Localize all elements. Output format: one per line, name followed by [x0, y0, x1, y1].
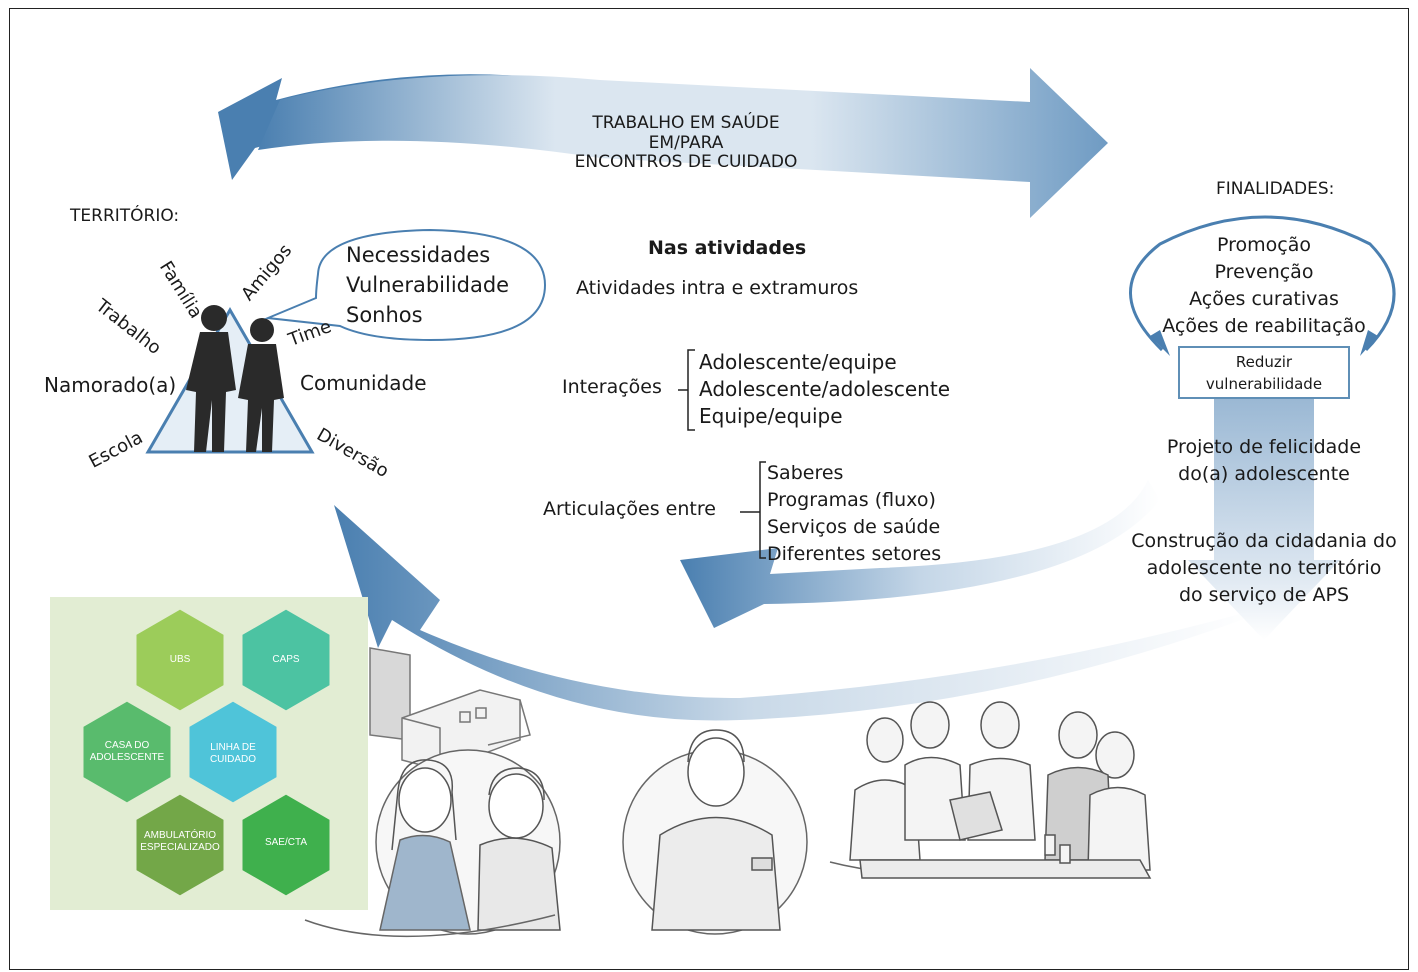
diagram-frame [9, 8, 1409, 970]
buildings-illustration [369, 647, 531, 771]
atividades-subtitle: Atividades intra e extramuros [576, 277, 859, 299]
center-arrow-line-3: ENCONTROS DE CUIDADO [574, 152, 798, 173]
interacoes-list: Adolescente/equipe Adolescente/adolescen… [699, 349, 950, 430]
hex-linha-line-2: CUIDADO [209, 754, 257, 765]
construcao-line-3: do serviço de APS [1178, 584, 1350, 606]
hex-label-sae: SAE/CTA [244, 837, 328, 849]
articulacoes-list: Saberes Programas (fluxo) Serviços de sa… [767, 460, 941, 568]
hex-label-casa: CASA DO ADOLESCENTE [85, 740, 169, 764]
speech-bubble [264, 228, 547, 342]
arrow-middle-return [680, 480, 1160, 628]
projeto-felicidade: Projeto de felicidade do(a) adolescente [1140, 434, 1388, 488]
hex-ubs-text: UBS [169, 654, 191, 665]
interacoes-item-1: Adolescente/equipe [699, 350, 897, 374]
hex-caps-text: CAPS [272, 654, 300, 665]
hex-ubs [133, 606, 227, 714]
interacoes-label: Interações [562, 376, 662, 398]
articulacoes-item-1: Saberes [767, 462, 844, 484]
hex-casa-line-2: ADOLESCENTE [89, 752, 165, 763]
center-arrow-text: TRABALHO EM SAÚDE EM/PARA ENCONTROS DE C… [544, 113, 828, 173]
reduzir-vulnerabilidade-box: Reduzir vulnerabilidade [1178, 346, 1350, 399]
word-comunidade: Comunidade [300, 371, 427, 395]
projeto-line-1: Projeto de felicidade [1166, 436, 1362, 458]
center-arrow-line-1: TRABALHO EM SAÚDE [592, 113, 780, 133]
hex-label-linha: LINHA DE CUIDADO [191, 742, 275, 766]
group-meeting-illustration [849, 701, 1152, 879]
loop-arrowhead-right [1360, 330, 1378, 356]
construcao-cidadania: Construção da cidadania do adolescente n… [1118, 528, 1410, 609]
interacoes-item-2: Adolescente/adolescente [699, 377, 950, 401]
finalidades-item-4: Ações de reabilitação [1162, 315, 1366, 337]
articulacoes-item-3: Serviços de saúde [767, 516, 941, 538]
hex-ambulatorio-line-2: ESPECIALIZADO [140, 842, 220, 853]
adolescent-silhouettes [186, 305, 284, 452]
reduzir-line-2: vulnerabilidade [1205, 375, 1323, 393]
hex-casa-line-1: CASA DO [104, 740, 150, 751]
hex-label-ubs: UBS [138, 654, 222, 666]
arrow-down-finalidades [1188, 398, 1340, 640]
word-namorado: Namorado(a) [44, 373, 177, 397]
hex-ambulatorio-line-1: AMBULATÓRIO [143, 830, 217, 841]
construcao-line-1: Construção da cidadania do [1131, 530, 1397, 552]
bracket-articulacoes [740, 461, 766, 559]
bubble-line-3: Sonhos [346, 303, 423, 327]
hex-sae-text: SAE/CTA [264, 837, 308, 848]
hex-sae [239, 791, 333, 899]
hex-label-caps: CAPS [244, 654, 328, 666]
finalidades-heading: FINALIDADES: [1216, 179, 1335, 199]
hex-caps [239, 606, 333, 714]
arrow-bottom-return [334, 505, 1255, 721]
finalidades-item-1: Promoção [1217, 234, 1311, 256]
articulacoes-item-4: Diferentes setores [767, 543, 942, 565]
interacoes-item-3: Equipe/equipe [699, 404, 843, 428]
professional-illustration [651, 729, 781, 931]
arrow-top-band [258, 68, 1108, 218]
bubble-text: Necessidades Vulnerabilidade Sonhos [346, 240, 509, 330]
bracket-interacoes [678, 349, 695, 431]
hex-label-ambulatorio: AMBULATÓRIO ESPECIALIZADO [138, 830, 222, 854]
finalidades-list: Promoção Prevenção Ações curativas Ações… [1150, 232, 1378, 340]
finalidades-loop [1129, 215, 1396, 352]
reduzir-line-1: Reduzir [1235, 353, 1293, 371]
hex-linha-line-1: LINHA DE [210, 742, 256, 753]
loop-arrowhead-left [1150, 330, 1170, 356]
construcao-line-2: adolescente no território [1146, 557, 1382, 579]
atividades-title: Nas atividades [648, 237, 807, 259]
articulacoes-label: Articulações entre [543, 498, 716, 520]
adolescents-illustration [379, 759, 561, 931]
hex-linha [186, 698, 280, 806]
territorio-heading: TERRITÓRIO: [70, 206, 180, 226]
hex-casa [80, 698, 174, 806]
articulacoes-item-2: Programas (fluxo) [767, 489, 936, 511]
hex-ambulatorio [133, 791, 227, 899]
finalidades-item-3: Ações curativas [1189, 288, 1339, 310]
finalidades-item-2: Prevenção [1214, 261, 1314, 283]
bubble-line-1: Necessidades [346, 243, 491, 267]
bubble-line-2: Vulnerabilidade [346, 273, 510, 297]
center-arrow-line-2: EM/PARA [648, 132, 724, 153]
projeto-line-2: do(a) adolescente [1178, 463, 1350, 485]
